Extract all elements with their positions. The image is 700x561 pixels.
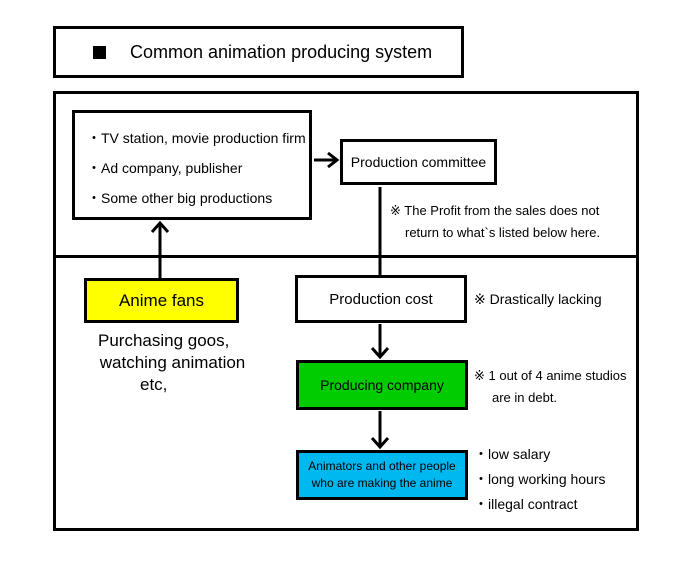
issue-long-working-hours: ・long working hours	[474, 471, 606, 487]
production-cost-note: ※ Drastically lacking	[474, 291, 602, 307]
source-item-other-productions: ・Some other big productions	[87, 190, 273, 206]
issue-illegal-contract: ・illegal contract	[474, 496, 578, 512]
committee-note-line1: ※ The Profit from the sales does not	[390, 203, 600, 218]
animators-label-line1: Animators and other people	[308, 459, 456, 473]
production-committee-box: Production committee	[340, 139, 497, 185]
anime-fans-label: Anime fans	[118, 290, 205, 310]
producing-company-note-line2: are in debt.	[492, 390, 558, 405]
anime-fans-box: Anime fans	[84, 278, 239, 323]
system-frame	[53, 91, 639, 531]
producing-company-label: Producing company	[320, 377, 444, 393]
frame-divider	[53, 255, 639, 258]
funding-sources-box: ・TV station, movie production firm ・Ad c…	[72, 110, 312, 220]
sources-to-committee-arrowhead-icon	[327, 151, 340, 169]
producing-company-note-line1: ※ 1 out of 4 anime studios	[474, 368, 627, 383]
source-item-ad-company: ・Ad company, publisher	[87, 160, 243, 176]
committee-note-line2: return to what`s listed below here.	[405, 225, 601, 240]
animators-box: Animators and other people who are makin…	[296, 450, 468, 500]
anime-fans-desc-line3: etc,	[140, 375, 168, 394]
anime-fans-desc-line2: watching animation	[99, 353, 246, 372]
production-cost-box: Production cost	[295, 275, 467, 323]
issue-low-salary: ・low salary	[474, 446, 551, 462]
production-committee-label: Production committee	[350, 154, 487, 170]
producing-company-box: Producing company	[296, 360, 468, 410]
source-item-tv-station: ・TV station, movie production firm	[87, 130, 306, 146]
fans-to-sources-arrowhead-icon	[150, 220, 170, 233]
company-to-animators-arrowhead-icon	[370, 437, 390, 450]
diagram-title: Common animation producing system	[130, 41, 433, 62]
square-bullet-icon	[93, 45, 106, 59]
diagram-title-box: Common animation producing system	[53, 26, 464, 78]
production-cost-label: Production cost	[329, 290, 433, 308]
cost-to-company-arrowhead-icon	[370, 347, 390, 360]
anime-fans-description: Purchasing goos, watching animation etc,	[70, 330, 275, 396]
animators-label-line2: who are making the anime	[311, 476, 453, 490]
anime-fans-desc-line1: Purchasing goos,	[98, 331, 230, 350]
